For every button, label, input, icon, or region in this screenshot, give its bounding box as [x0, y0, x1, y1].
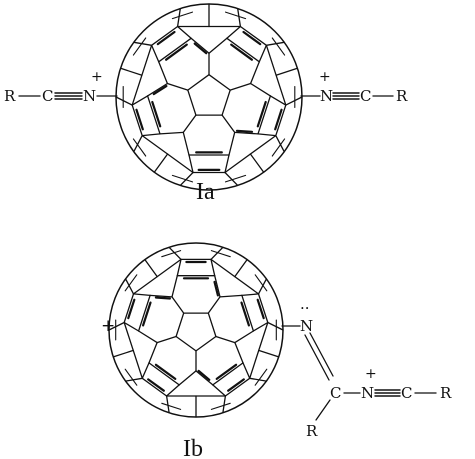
double-bond-line	[142, 301, 152, 327]
left-c-label: C	[42, 87, 53, 105]
double-bond-line	[165, 43, 188, 61]
double-bond-line	[230, 43, 253, 61]
double-bond-line	[256, 298, 265, 320]
substituent-r-label: R	[306, 422, 318, 440]
nitrilium-triple-bond	[374, 389, 401, 397]
double-bond-line	[197, 369, 211, 381]
right-c-label: C	[360, 87, 371, 105]
double-bond-line	[154, 296, 171, 300]
fullerene-cage-ia	[115, 3, 303, 191]
nitrilium-n-label: N	[361, 384, 374, 402]
nitrilium-r-label: R	[440, 384, 452, 402]
double-bond-line	[213, 280, 219, 297]
imine-double-bond	[304, 332, 334, 381]
imine-n-label: N	[300, 317, 313, 335]
double-bond-line	[235, 129, 254, 133]
double-bond-line	[274, 108, 283, 131]
c-r-bond	[315, 399, 331, 421]
double-bond-line	[156, 30, 176, 46]
fullerene-cage-ib	[108, 242, 284, 418]
left-isocyanide-chain: R C N +	[4, 69, 118, 105]
structure-ia: R C N + N + C R Ia	[4, 3, 408, 205]
lone-pair-dots: ··	[300, 299, 310, 317]
nitrilium-charge: +	[365, 366, 377, 382]
nitrilium-c-label: C	[401, 384, 412, 402]
caption-ib: Ib	[183, 436, 203, 459]
cage-positive-charge: +	[101, 316, 115, 336]
cage-outline	[108, 242, 284, 418]
structure-ib: + N ·· C R N + C R Ib	[101, 242, 452, 459]
caption-ia: Ia	[196, 179, 215, 205]
double-bond-line	[240, 301, 250, 327]
double-bond-line	[152, 84, 168, 96]
double-bond-line	[147, 378, 165, 392]
double-bond-line	[154, 363, 177, 380]
double-bond-line	[227, 378, 245, 392]
double-bond-line	[193, 42, 208, 55]
left-n-label: N	[83, 87, 96, 105]
double-bond-line	[151, 100, 162, 128]
left-r-label: R	[4, 87, 16, 105]
double-bond-line	[215, 363, 238, 380]
right-n-label: N	[320, 87, 333, 105]
double-bond-line	[135, 108, 144, 131]
right-r-label: R	[396, 87, 408, 105]
double-bond-line	[127, 298, 136, 320]
cage-outline	[115, 3, 303, 191]
double-bond-line	[256, 100, 267, 128]
double-bond-line	[242, 30, 262, 46]
right-n-charge: +	[319, 69, 331, 85]
right-isocyanide-chain: N + C R	[300, 69, 408, 105]
left-n-charge: +	[91, 69, 103, 85]
right-triple-bond	[332, 92, 360, 100]
left-triple-bond	[54, 92, 83, 100]
central-c-label: C	[330, 384, 341, 402]
